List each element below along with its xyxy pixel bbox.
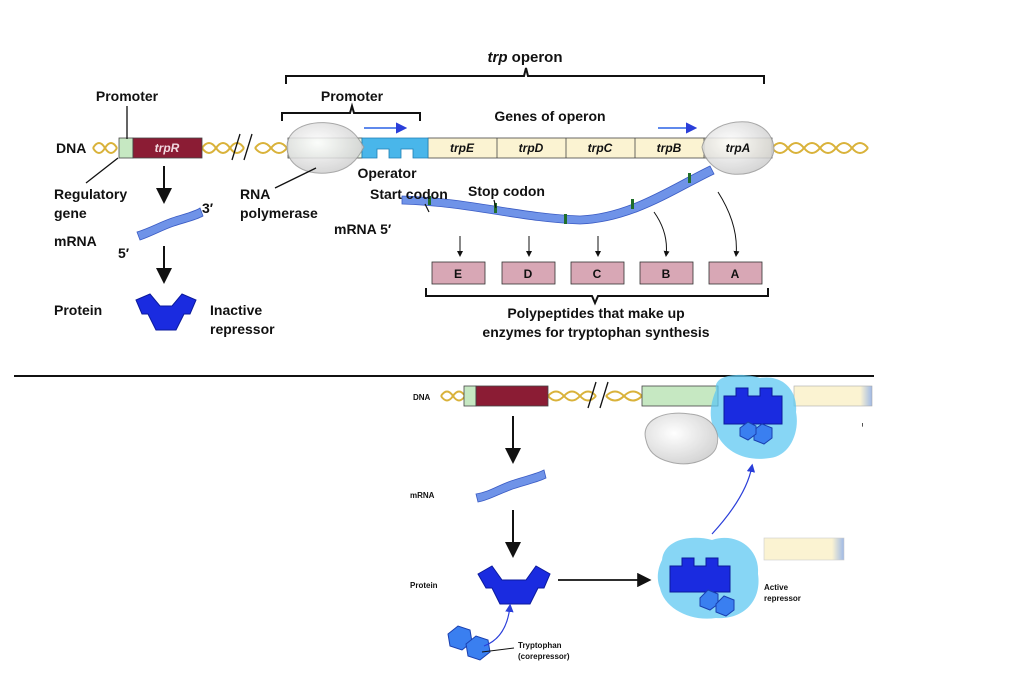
start-codon-pointer [424,203,430,213]
gene-trpC: trpC [588,141,613,155]
repressor-binding-arrow [711,463,756,535]
translation-arrows [457,191,740,257]
protein-label-bottom: Protein [410,581,438,590]
gene-trpD: trpD [519,141,544,155]
bottom-fragment-box [763,537,845,561]
dna-helix-bottom [440,390,643,402]
polypeptide-E-label: E [454,267,462,281]
trp-operon-title-rest: operon [508,49,563,66]
blocked-rna-polymerase [644,412,719,465]
regulatory-gene-pointer [85,157,119,184]
caption-line-2: enzymes for tryptophan synthesis [482,324,709,340]
active-repressor-label-2: repressor [764,594,801,603]
mrna-right-label: mRNA 5′ [334,221,392,237]
inactive-repressor-label-2: repressor [210,321,275,337]
inactive-repressor-shape [135,293,197,331]
polypeptide-E-box [431,261,486,285]
active-repressor-shape [669,557,731,593]
gene-trpB: trpB [657,141,682,155]
bound-tryptophan-1 [753,423,773,445]
tryptophan-pointer [481,647,515,653]
inactive-repressor-label-1: Inactive [210,302,262,318]
polypeptide-D-box [501,261,556,285]
mrna-left-strand [136,207,204,241]
mrna-three-prime: 3′ [202,200,214,216]
operator-box [361,137,429,159]
polypeptide-A-label: A [731,267,740,281]
operator-label: Operator [357,165,417,181]
dna-break-marks-bottom [587,381,609,409]
rna-polymerase-shape [286,122,365,174]
bottom-genes-box [793,385,873,407]
bottom-repressor-shape [477,565,551,605]
tryptophan-binding-arrow [483,603,514,647]
bottom-operon-promoter [641,385,719,407]
free-tryptophan-2 [465,635,491,661]
regulatory-promoter-box [118,137,134,159]
promoter-operon-label: Promoter [321,88,384,104]
gene-trpA: trpA [726,141,751,155]
trp-operon-title-italic: trp [488,49,508,66]
mrna-five-prime: 5′ [118,245,130,261]
mrna-left-label: mRNA [54,233,97,249]
polypeptide-A-box [708,261,763,285]
stop-codon-label: Stop codon [468,183,545,199]
polypeptide-C-label: C [593,267,602,281]
polypeptides-brace [425,288,769,306]
trpR-gene-box [132,137,203,159]
rna-polymerase-label-2: polymerase [240,205,318,221]
tryptophan-label-2: (corepressor) [518,652,570,661]
active-repressor-label-1: Active [764,583,789,592]
trp-operon-brace [285,67,765,84]
rna-polymerase-right-shape [701,121,775,175]
start-codon-label: Start codon [370,186,448,202]
regulatory-gene-label-2: gene [54,205,87,221]
caption-line-1: Polypeptides that make up [507,305,684,321]
protein-label-top: Protein [54,302,102,318]
dna-label-bottom: DNA [413,393,431,402]
bottom-regulatory-promoter [463,385,477,407]
dna-helix-top [92,142,869,154]
trp-operon-title: trp operon [488,49,563,66]
polypeptide-D-label: D [524,267,533,281]
stop-codon-pointer [493,199,497,209]
rna-polymerase-label-1: RNA [240,186,270,202]
polypeptide-B-label: B [662,267,671,281]
gene-trpE: trpE [450,141,475,155]
genes-of-operon-label: Genes of operon [494,108,605,124]
active-tryptophan-2 [715,595,735,617]
polypeptide-C-box [570,261,625,285]
bound-tryptophan-2 [739,421,757,441]
trailing-mark: ᵎ [862,421,863,430]
operon-mrna-strand [401,165,715,225]
mrna-label-bottom: mRNA [410,491,435,500]
rna-polymerase-pointer [274,167,317,189]
dna-break-marks [231,133,253,161]
dna-label-top: DNA [56,140,86,156]
polypeptide-B-box [639,261,694,285]
trpR-label: trpR [155,141,180,155]
tryptophan-label-1: Tryptophan [518,641,562,650]
bound-repressor-shape [723,387,783,425]
regulatory-gene-label-1: Regulatory [54,186,127,202]
promoter-left-label: Promoter [96,88,159,104]
bottom-trpR-box [475,385,549,407]
promoter-brace [281,102,421,121]
bottom-mrna-strand [475,469,547,503]
